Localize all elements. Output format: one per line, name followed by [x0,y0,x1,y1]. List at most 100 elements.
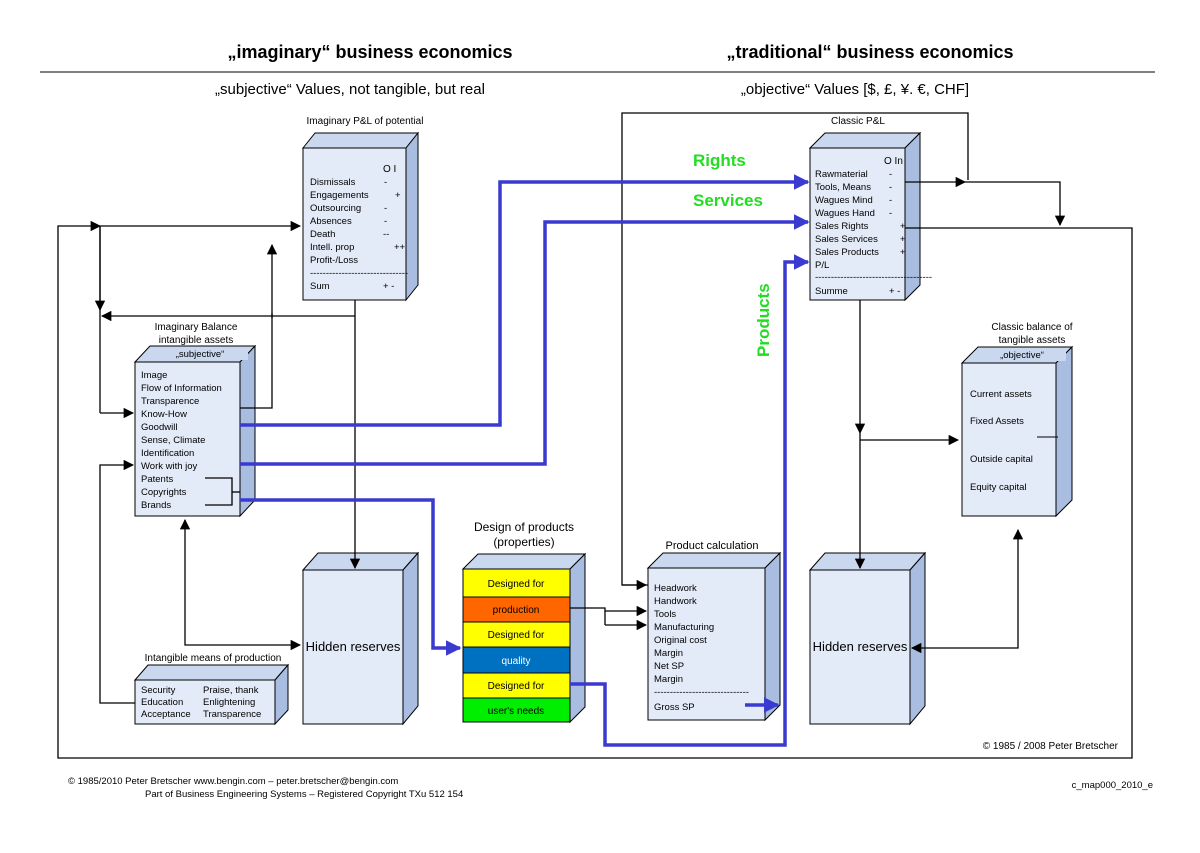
products-label: Products [754,283,773,357]
classic-pl-header: O In [884,156,903,167]
svg-text:Absences: Absences [310,216,352,227]
svg-text:-: - [889,195,892,206]
svg-text:Original cost: Original cost [654,635,707,646]
classic-balance-title1: Classic balance of [991,322,1072,333]
hidden-reserves-right-box [808,551,927,726]
imaginary-balance-rows: Image Flow of Information Transparence K… [141,370,222,511]
svg-text:quality: quality [502,656,531,667]
svg-text:-: - [384,216,387,227]
svg-text:Transparence: Transparence [141,396,199,407]
imaginary-pl-header: O I [383,164,396,175]
svg-text:Outsourcing: Outsourcing [310,203,361,214]
imaginary-pl-title: Imaginary P&L of potential [307,116,424,127]
svg-text:Designed for: Designed for [488,681,545,692]
right-subtitle: „objective“ Values [$, £, ¥. €, CHF] [741,81,969,98]
svg-text:+ -: + - [889,286,900,297]
intangible-means-title: Intangible means of production [145,653,282,664]
classic-balance-header: „objective“ [1000,350,1044,361]
svg-text:Gross SP: Gross SP [654,702,695,713]
right-title: „traditional“ business economics [726,42,1013,62]
design-title2: (properties) [493,535,554,549]
rights-label: Rights [693,151,746,170]
svg-text:------------------------------: ------------------------------ [654,687,749,698]
svg-text:Acceptance: Acceptance [141,709,191,720]
classic-balance-rows: Current assets Fixed Assets Outside capi… [970,389,1033,493]
svg-text:Brands: Brands [141,500,171,511]
footer-line2: Part of Business Engineering Systems – R… [145,789,463,800]
services-label: Services [693,191,763,210]
svg-text:Rawmaterial: Rawmaterial [815,169,868,180]
svg-text:------------------------------: ------------------------------------- [815,272,932,283]
svg-text:Education: Education [141,697,183,708]
hidden-reserves-right-label: Hidden reserves [813,639,908,654]
svg-text:Headwork: Headwork [654,583,697,594]
blue-connectors [240,174,810,747]
svg-text:Work with joy: Work with joy [141,461,198,472]
svg-text:Sales Services: Sales Services [815,234,878,245]
svg-text:Know-How: Know-How [141,409,187,420]
classic-pl-rows: Rawmaterial- Tools, Means- Wagues Mind- … [815,169,932,297]
svg-text:+: + [395,190,401,201]
design-rows [462,568,571,723]
svg-text:Engagements: Engagements [310,190,369,201]
svg-text:Sales Products: Sales Products [815,247,879,258]
footer-doc-id: c_map000_2010_e [1072,780,1153,791]
svg-text:Designed for: Designed for [488,630,545,641]
svg-text:-: - [889,208,892,219]
svg-text:P/L: P/L [815,260,829,271]
svg-text:++: ++ [394,242,406,253]
svg-text:-: - [889,182,892,193]
svg-text:------------------------------: ------------------------------- [310,268,408,279]
svg-text:Sum: Sum [310,281,330,292]
svg-text:Intell. prop: Intell. prop [310,242,354,253]
svg-text:Death: Death [310,229,335,240]
left-title: „imaginary“ business economics [227,42,512,62]
svg-text:Copyrights: Copyrights [141,487,187,498]
svg-text:Fixed Assets: Fixed Assets [970,416,1024,427]
svg-text:+ -: + - [383,281,394,292]
svg-text:Outside capital: Outside capital [970,454,1033,465]
svg-text:Current assets: Current assets [970,389,1032,400]
left-subtitle: „subjective“ Values, not tangible, but r… [215,81,485,98]
svg-text:Designed for: Designed for [488,579,545,590]
svg-text:Wagues Mind: Wagues Mind [815,195,873,206]
svg-text:Image: Image [141,370,167,381]
svg-text:Sense, Climate: Sense, Climate [141,435,205,446]
svg-text:Manufacturing: Manufacturing [654,622,714,633]
svg-text:Praise, thank: Praise, thank [203,685,259,696]
imaginary-balance-box [133,344,257,518]
svg-text:Patents: Patents [141,474,173,485]
imaginary-pl-box [301,131,420,302]
svg-text:Security: Security [141,685,176,696]
svg-text:Dismissals: Dismissals [310,177,356,188]
svg-text:Wagues Hand: Wagues Hand [815,208,875,219]
svg-text:-: - [384,177,387,188]
product-calc-title: Product calculation [666,540,759,552]
svg-text:Transparence: Transparence [203,709,261,720]
svg-text:Identification: Identification [141,448,194,459]
design-row-labels: Designed for production Designed for qua… [488,579,545,717]
svg-text:production: production [493,605,540,616]
product-calc-box [646,551,782,722]
svg-text:Margin: Margin [654,674,683,685]
black-connectors [57,112,1133,759]
imaginary-balance-title2: intangible assets [159,335,234,346]
svg-text:-: - [384,203,387,214]
svg-text:Profit-/Loss: Profit-/Loss [310,255,358,266]
svg-text:+: + [900,221,906,232]
product-calc-rows: Headwork Handwork Tools Manufacturing Or… [654,583,749,713]
intangible-means-rows: Security Education Acceptance Praise, th… [141,685,261,720]
classic-pl-box [808,131,922,302]
svg-text:Net SP: Net SP [654,661,684,672]
svg-text:Tools, Means: Tools, Means [815,182,871,193]
footer-line1: © 1985/2010 Peter Bretscher www.bengin.c… [68,776,398,787]
svg-text:+: + [900,234,906,245]
svg-text:--: -- [383,229,389,240]
hidden-reserves-left-label: Hidden reserves [306,639,401,654]
svg-text:Equity capital: Equity capital [970,482,1027,493]
classic-pl-title: Classic P&L [831,116,885,127]
svg-text:Margin: Margin [654,648,683,659]
inner-copyright: © 1985 / 2008 Peter Bretscher [983,741,1119,752]
svg-text:-: - [889,169,892,180]
svg-text:Sales Rights: Sales Rights [815,221,869,232]
